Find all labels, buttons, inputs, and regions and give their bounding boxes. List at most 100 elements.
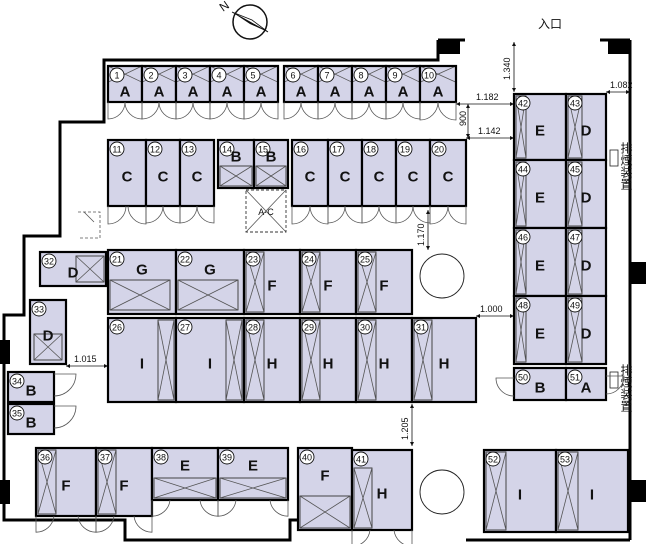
locker-number-badge [109, 67, 125, 83]
locker-32[interactable]: 32D [38, 250, 108, 288]
locker-5[interactable]: 5A [242, 64, 280, 104]
locker-51[interactable]: 51A [564, 366, 608, 402]
locker-28[interactable]: 28H [242, 316, 302, 404]
locker-number-badge [421, 67, 437, 83]
locker-34[interactable]: 34B [6, 370, 56, 404]
locker-15[interactable]: 15B [252, 138, 290, 190]
locker-6[interactable]: 6A [282, 64, 320, 104]
locker-25[interactable]: 25F [354, 248, 414, 316]
locker-20[interactable]: 20C [428, 138, 468, 208]
door-swing [53, 373, 77, 397]
door-swing [209, 101, 228, 120]
locker-type-label: A [222, 84, 233, 101]
locker-number: 9 [392, 71, 397, 81]
locker-37[interactable]: 37F [94, 446, 154, 518]
locker-45[interactable]: 45D [564, 158, 608, 230]
locker-16[interactable]: 16C [290, 138, 330, 208]
locker-number-badge [357, 251, 373, 267]
locker-1[interactable]: 1A [106, 64, 144, 104]
locker-number: 36 [40, 453, 50, 463]
dimension-arrow [606, 90, 610, 94]
locker-type-label: F [320, 468, 329, 485]
locker-21[interactable]: 21G [106, 248, 178, 316]
locker-number-badge [413, 319, 429, 335]
locker-50[interactable]: 50B [512, 366, 568, 402]
dimension-annotations: 1.3401.0821.1821.1429001.1701.0001.0151.… [66, 42, 633, 446]
dimension-arrow [410, 442, 414, 446]
dimension-label: 1.082 [610, 80, 633, 90]
locker-number-badge [211, 67, 227, 83]
locker-type-label: H [379, 356, 390, 373]
locker-12[interactable]: 12C [144, 138, 182, 208]
locker-11[interactable]: 11C [106, 138, 148, 208]
ac-unit: A·C [245, 189, 287, 233]
locker-46[interactable]: 46E [512, 226, 568, 298]
locker-41[interactable]: 41H [350, 448, 414, 532]
dimension-arrow [410, 404, 414, 408]
locker-43[interactable]: 43D [564, 92, 608, 162]
locker-44[interactable]: 44E [512, 158, 568, 230]
locker-type-label: I [590, 487, 594, 504]
locker-48[interactable]: 48E [512, 294, 568, 366]
locker-26[interactable]: 26I [106, 316, 178, 404]
locker-number: 35 [12, 409, 22, 419]
panel-cross [219, 165, 253, 187]
locker-33[interactable]: 33D [28, 298, 68, 366]
locker-53[interactable]: 53I [554, 448, 630, 534]
dimension-arrow [510, 136, 514, 140]
locker-9[interactable]: 9A [384, 64, 422, 104]
locker-type-label: I [518, 487, 522, 504]
locker-19[interactable]: 19C [394, 138, 432, 208]
door-swing [35, 515, 55, 533]
locker-27[interactable]: 27I [174, 316, 246, 404]
locker-type-label: H [439, 356, 450, 373]
dimension-arrow [476, 314, 480, 318]
dimension-arrow [66, 364, 70, 368]
locker-18[interactable]: 18C [360, 138, 398, 208]
locker-24[interactable]: 24F [298, 248, 358, 316]
locker-47[interactable]: 47D [564, 226, 608, 298]
locker-type-label: D [581, 258, 592, 275]
locker-23[interactable]: 23F [242, 248, 302, 316]
door-swing [260, 101, 279, 120]
locker-number: 20 [434, 145, 444, 155]
panel-cross [97, 449, 117, 515]
dimension-arrow [512, 88, 516, 92]
locker-36[interactable]: 36F [34, 446, 98, 518]
building-walls [0, 38, 646, 542]
locker-14[interactable]: 14B [216, 138, 256, 190]
door-swing [158, 101, 177, 120]
locker-number-badge [515, 369, 531, 385]
locker-number: 10 [424, 71, 434, 81]
locker-13[interactable]: 13C [178, 138, 216, 208]
locker-number: 4 [216, 71, 221, 81]
locker-17[interactable]: 17C [326, 138, 364, 208]
locker-22[interactable]: 22G [174, 248, 246, 316]
locker-number-badge [353, 67, 369, 83]
locker-35[interactable]: 35B [6, 402, 56, 436]
locker-panel [157, 319, 175, 401]
locker-10[interactable]: 10A [418, 64, 458, 104]
locker-number-badge [567, 297, 583, 313]
locker-49[interactable]: 49D [564, 294, 608, 366]
locker-type-label: E [535, 123, 545, 140]
locker-52[interactable]: 52I [482, 448, 558, 534]
locker-42[interactable]: 42E [512, 92, 568, 162]
locker-8[interactable]: 8A [350, 64, 388, 104]
locker-number: 19 [400, 145, 410, 155]
locker-3[interactable]: 3A [174, 64, 212, 104]
panel-cross [75, 255, 105, 283]
locker-2[interactable]: 2A [140, 64, 178, 104]
locker-40[interactable]: 40F [296, 446, 354, 532]
locker-31[interactable]: 31H [410, 316, 478, 404]
locker-type-label: B [231, 149, 242, 166]
locker-29[interactable]: 29H [298, 316, 358, 404]
locker-4[interactable]: 4A [208, 64, 246, 104]
panel-cross [357, 319, 377, 401]
locker-type-label: B [266, 149, 277, 166]
locker-7[interactable]: 7A [316, 64, 354, 104]
locker-30[interactable]: 30H [354, 316, 414, 404]
dimension-label: 1.015 [74, 354, 97, 364]
